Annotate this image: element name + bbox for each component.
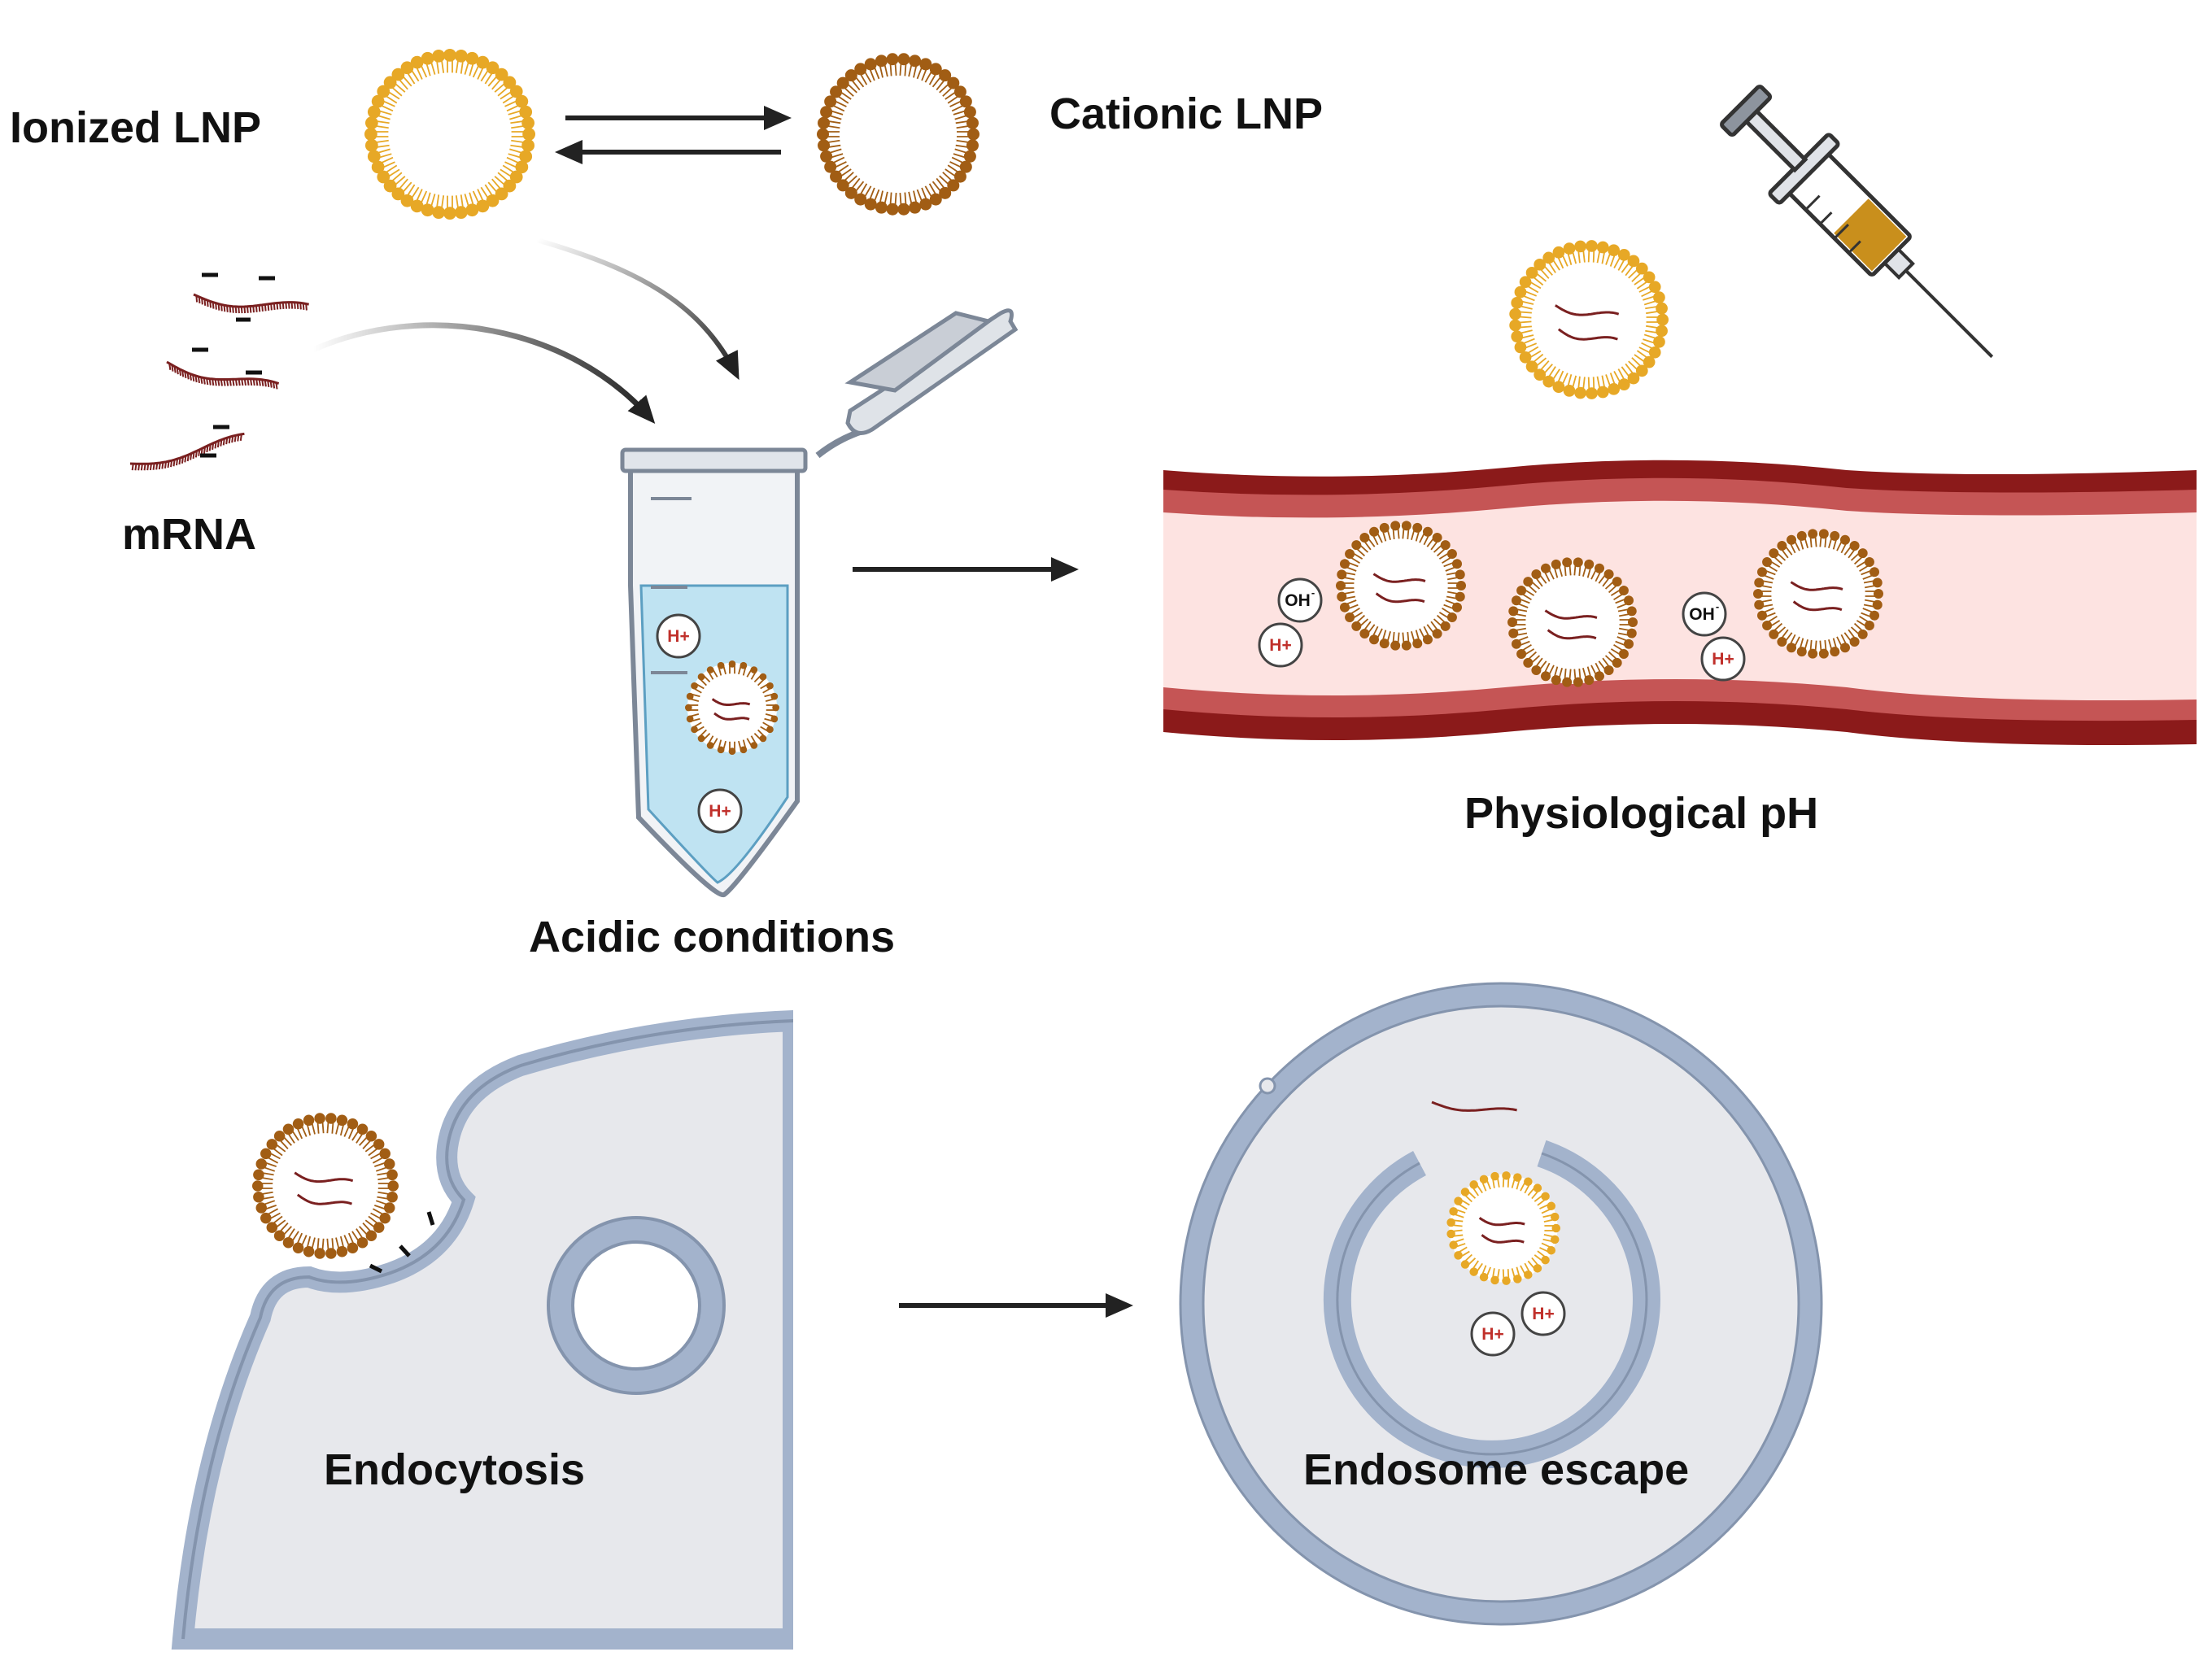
membrane-negative-charges	[369, 1211, 435, 1274]
syringe-icon	[1720, 85, 1994, 359]
microcentrifuge-tube-icon: H+ H+	[620, 308, 1019, 898]
svg-text:-: -	[1716, 600, 1719, 612]
mrna-strands	[129, 272, 309, 471]
tube-lid	[815, 308, 1019, 459]
proton-ion: H+	[1258, 622, 1303, 668]
mrna-strand	[193, 293, 309, 314]
proton-ion: H+	[1520, 1291, 1566, 1336]
endocytosis-label: Endocytosis	[324, 1445, 585, 1494]
svg-text:OH: OH	[1689, 605, 1715, 624]
svg-text:H+: H+	[1712, 650, 1734, 669]
negative-charges	[192, 272, 275, 458]
endosome-escape-label: Endosome escape	[1303, 1445, 1689, 1494]
mrna-strand	[166, 360, 280, 390]
proton-ion: H+	[697, 788, 743, 834]
svg-text:H+: H+	[1481, 1325, 1503, 1344]
released-mrna-strand	[1431, 1101, 1517, 1112]
svg-text:H+: H+	[709, 802, 731, 821]
cell-endocytosis	[171, 1009, 804, 1650]
ionized-lnp	[364, 49, 535, 220]
mrna-label: mRNA	[122, 510, 256, 559]
acidic-conditions-label: Acidic conditions	[529, 913, 895, 961]
equilibrium-arrows	[555, 106, 792, 164]
ionized-lnp-label: Ionized LNP	[10, 103, 261, 152]
svg-text:H+: H+	[1532, 1305, 1554, 1323]
blood-vessel: OH- H+ OH- H+	[1163, 460, 2197, 745]
escaping-lnp	[1446, 1171, 1560, 1285]
tube-lnp	[685, 660, 780, 756]
mrna-to-tube-arrow	[312, 322, 656, 425]
proton-ion: H+	[1700, 636, 1746, 682]
binding-lnp	[252, 1113, 399, 1259]
cell-endosome-escape: H+ H+	[1179, 982, 1823, 1626]
physiological-ph-label: Physiological pH	[1464, 789, 1818, 838]
circulating-lnp	[1507, 557, 1638, 687]
injected-lnp	[1509, 240, 1669, 399]
svg-text:H+: H+	[1269, 636, 1291, 655]
cationic-lnp	[817, 53, 979, 216]
svg-text:-: -	[1311, 586, 1315, 599]
circulating-lnp	[1753, 529, 1883, 659]
proton-ion: H+	[656, 613, 701, 659]
mrna-strand	[129, 432, 245, 471]
hydroxide-ion: OH-	[1682, 591, 1727, 637]
proton-ion: H+	[1470, 1311, 1516, 1357]
svg-text:OH: OH	[1285, 591, 1311, 610]
circulating-lnp	[1336, 521, 1466, 651]
hydroxide-ion: OH-	[1277, 577, 1323, 623]
svg-text:H+: H+	[667, 627, 689, 646]
cationic-lnp-label: Cationic LNP	[1049, 89, 1323, 138]
lnp-to-tube-arrow	[536, 238, 740, 381]
